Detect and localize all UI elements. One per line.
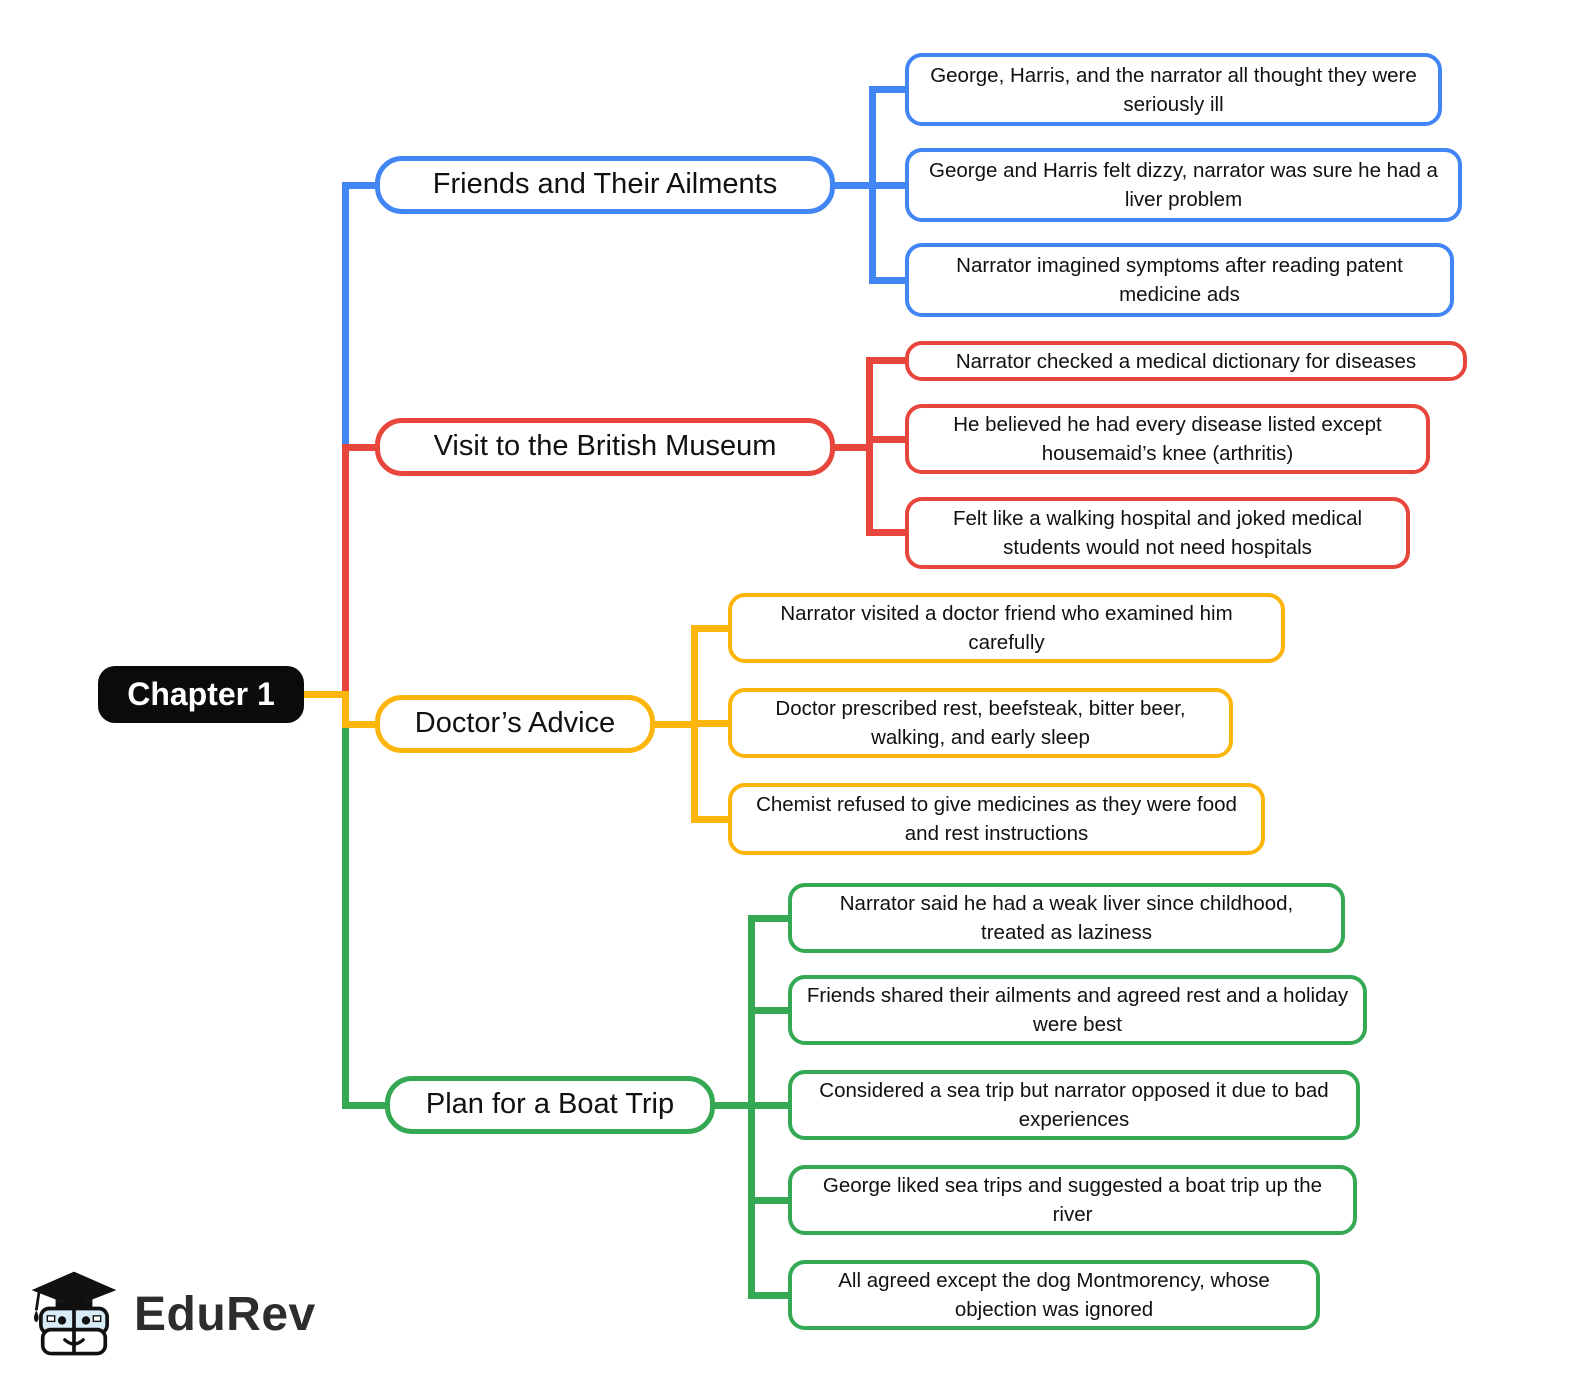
- leaf-museum-3: Felt like a walking hospital and joked m…: [905, 497, 1410, 569]
- branch-node-friends-and-their-ailments: Friends and Their Ailments: [375, 156, 835, 214]
- leaf-text: George and Harris felt dizzy, narrator w…: [929, 159, 1438, 211]
- branch-node-label: Friends and Their Ailments: [432, 168, 778, 201]
- edurev-logo: EduRev: [28, 1268, 316, 1360]
- blue-leaf-stub-1: [869, 86, 909, 93]
- leaf-boat-2: Friends shared their ailments and agreed…: [788, 975, 1367, 1045]
- leaf-doctor-2: Doctor prescribed rest, beefsteak, bitte…: [728, 688, 1233, 758]
- leaf-boat-5: All agreed except the dog Montmorency, w…: [788, 1260, 1320, 1330]
- blue-node-out-connector: [833, 182, 875, 189]
- leaf-friends-2: George and Harris felt dizzy, narrator w…: [905, 148, 1462, 222]
- branch-stub-green: [342, 1102, 392, 1109]
- leaf-text: Considered a sea trip but narrator oppos…: [819, 1079, 1329, 1131]
- edurev-logo-text: EduRev: [134, 1287, 316, 1341]
- branch-node-visit-to-the-british-museum: Visit to the British Museum: [375, 418, 835, 476]
- leaf-text: Narrator said he had a weak liver since …: [839, 892, 1294, 944]
- trunk-segment-green: [342, 726, 349, 1109]
- branch-node-label: Visit to the British Museum: [433, 430, 777, 463]
- graduation-cap-books-mascot-icon: [28, 1268, 120, 1360]
- leaf-text: Doctor prescribed rest, beefsteak, bitte…: [775, 697, 1186, 749]
- leaf-text: Narrator imagined symptoms after reading…: [956, 254, 1403, 306]
- branch-stub-red: [342, 444, 382, 451]
- root-node-chapter-1: Chapter 1: [98, 666, 304, 723]
- leaf-text: All agreed except the dog Montmorency, w…: [838, 1269, 1270, 1321]
- yellow-node-out-connector: [653, 721, 698, 728]
- green-leaf-stub-2: [748, 1007, 792, 1014]
- leaf-boat-1: Narrator said he had a weak liver since …: [788, 883, 1345, 953]
- blue-leaf-stub-3: [869, 277, 909, 284]
- red-leaf-stub-3: [866, 529, 909, 536]
- trunk-segment-yellow: [342, 691, 349, 728]
- leaf-text: Friends shared their ailments and agreed…: [806, 984, 1349, 1036]
- leaf-doctor-3: Chemist refused to give medicines as the…: [728, 783, 1265, 855]
- blue-leaf-stub-2: [869, 182, 909, 189]
- leaf-friends-3: Narrator imagined symptoms after reading…: [905, 243, 1454, 317]
- green-node-out-connector: [713, 1102, 755, 1109]
- green-leaf-stub-4: [748, 1197, 792, 1204]
- leaf-text: Felt like a walking hospital and joked m…: [952, 507, 1363, 559]
- root-connector: [298, 691, 349, 698]
- leaf-friends-1: George, Harris, and the narrator all tho…: [905, 53, 1442, 126]
- leaf-text: He believed he had every disease listed …: [953, 413, 1382, 465]
- yellow-leaf-stub-3: [691, 816, 732, 823]
- branch-stub-blue: [342, 182, 382, 189]
- yellow-leaf-stub-2: [691, 720, 732, 727]
- branch-node-doctors-advice: Doctor’s Advice: [375, 695, 655, 753]
- branch-node-label: Doctor’s Advice: [414, 707, 616, 740]
- branch-node-plan-for-a-boat-trip: Plan for a Boat Trip: [385, 1076, 715, 1134]
- root-node-label: Chapter 1: [127, 676, 275, 712]
- red-leaf-stub-2: [866, 436, 909, 443]
- red-leaf-spine: [866, 357, 873, 536]
- yellow-leaf-stub-1: [691, 625, 732, 632]
- leaf-text: George, Harris, and the narrator all tho…: [930, 63, 1417, 116]
- leaf-boat-4: George liked sea trips and suggested a b…: [788, 1165, 1357, 1235]
- red-leaf-stub-1: [866, 357, 909, 364]
- leaf-boat-3: Considered a sea trip but narrator oppos…: [788, 1070, 1360, 1140]
- trunk-segment-red: [342, 444, 349, 698]
- trunk-segment-blue: [342, 182, 349, 448]
- leaf-museum-2: He believed he had every disease listed …: [905, 404, 1430, 474]
- leaf-museum-1: Narrator checked a medical dictionary fo…: [905, 341, 1467, 381]
- green-leaf-stub-1: [748, 915, 792, 922]
- leaf-text: Chemist refused to give medicines as the…: [756, 793, 1237, 845]
- green-leaf-stub-3: [748, 1102, 792, 1109]
- leaf-text: Narrator visited a doctor friend who exa…: [780, 602, 1233, 654]
- leaf-doctor-1: Narrator visited a doctor friend who exa…: [728, 593, 1285, 663]
- branch-stub-yellow: [342, 721, 382, 728]
- leaf-text: George liked sea trips and suggested a b…: [822, 1174, 1323, 1226]
- red-node-out-connector: [833, 444, 873, 451]
- green-leaf-stub-5: [748, 1292, 792, 1299]
- leaf-text: Narrator checked a medical dictionary fo…: [955, 349, 1417, 373]
- branch-node-label: Plan for a Boat Trip: [425, 1088, 675, 1121]
